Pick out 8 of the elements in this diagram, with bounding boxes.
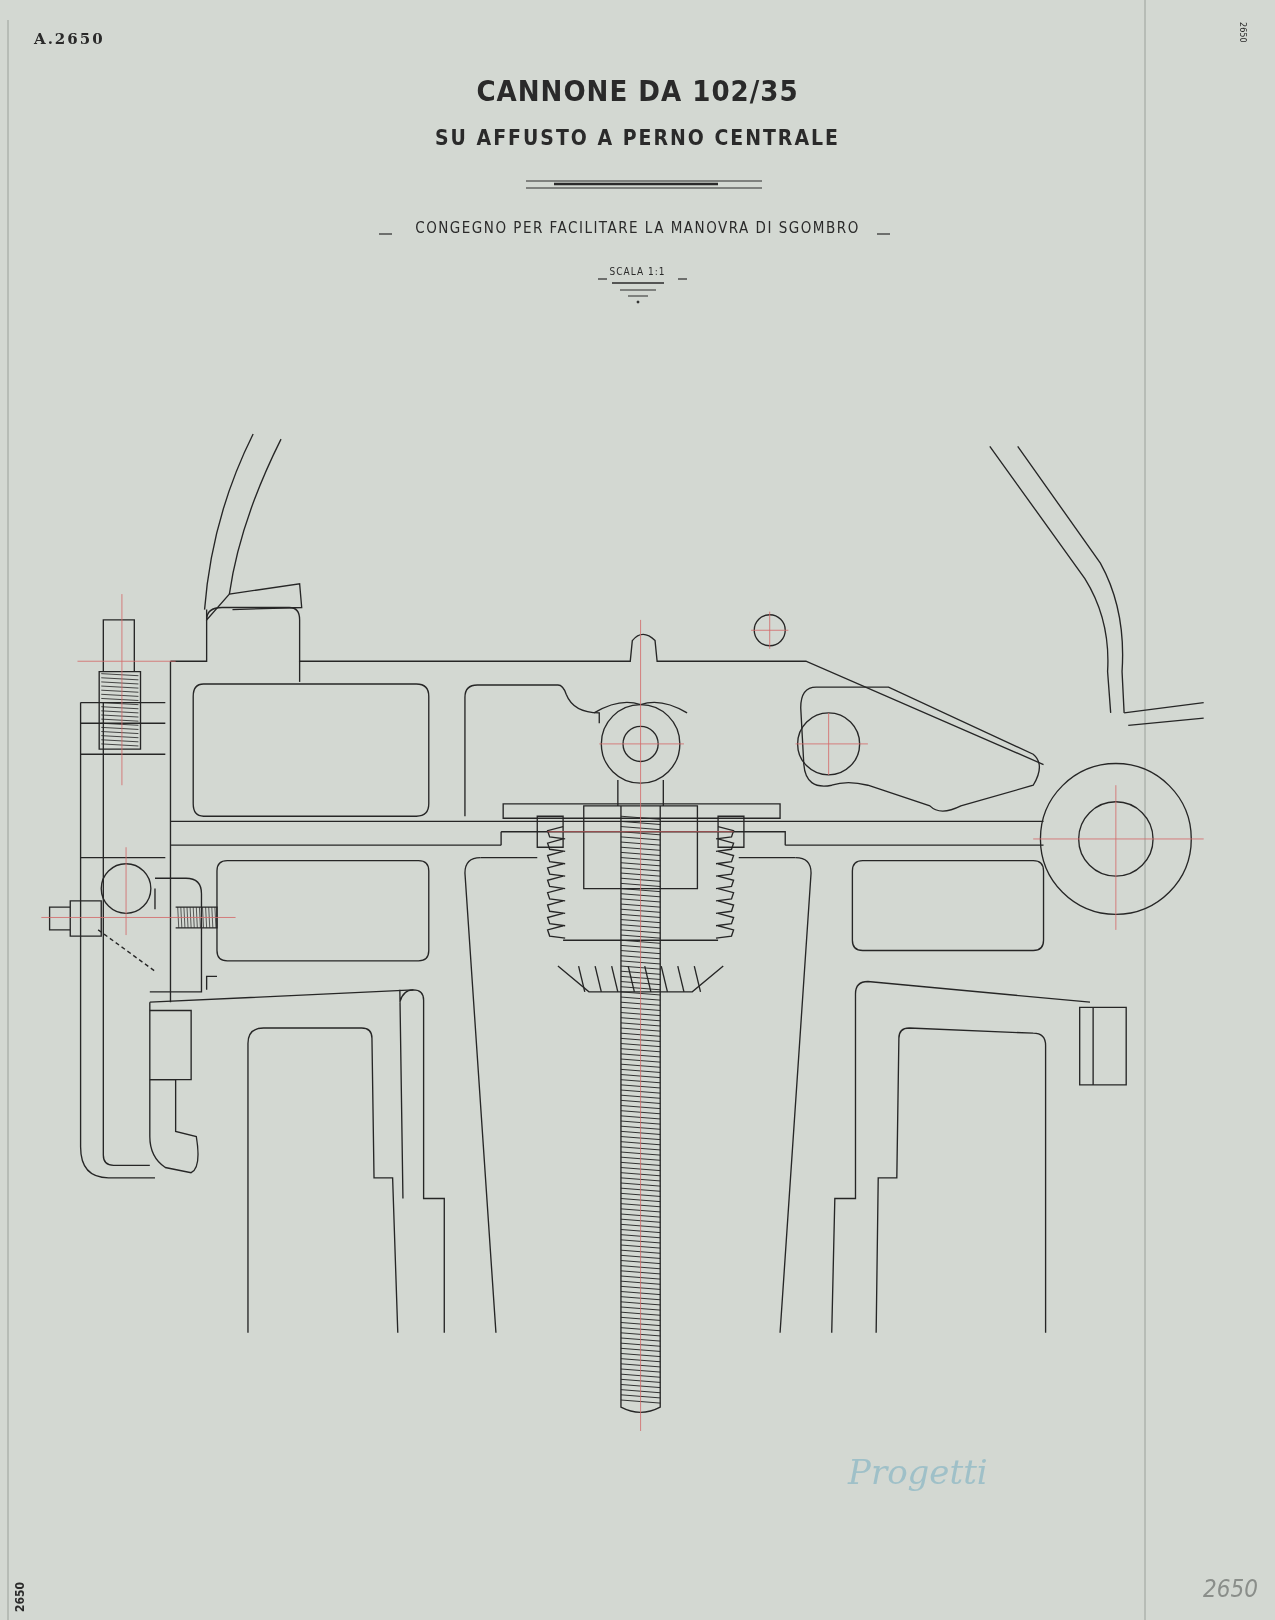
drawing-title: CANNONE DA 102/35 — [475, 74, 800, 108]
rotated-sheet-number: 2650 — [1238, 22, 1248, 43]
mechanism-caption: CONGEGNO PER FACILITARE LA MANOVRA DI SGOMBRO — [414, 219, 861, 237]
drawing-number: A.2650 — [34, 30, 105, 48]
rotated-sheet-number: 2650 — [13, 1581, 27, 1612]
scale-note: SCALA 1:1 — [608, 266, 667, 277]
drawing-subtitle: SU AFFUSTO A PERNO CENTRALE — [434, 126, 841, 150]
handwritten-sheet-number: 2650 — [1203, 1575, 1258, 1603]
